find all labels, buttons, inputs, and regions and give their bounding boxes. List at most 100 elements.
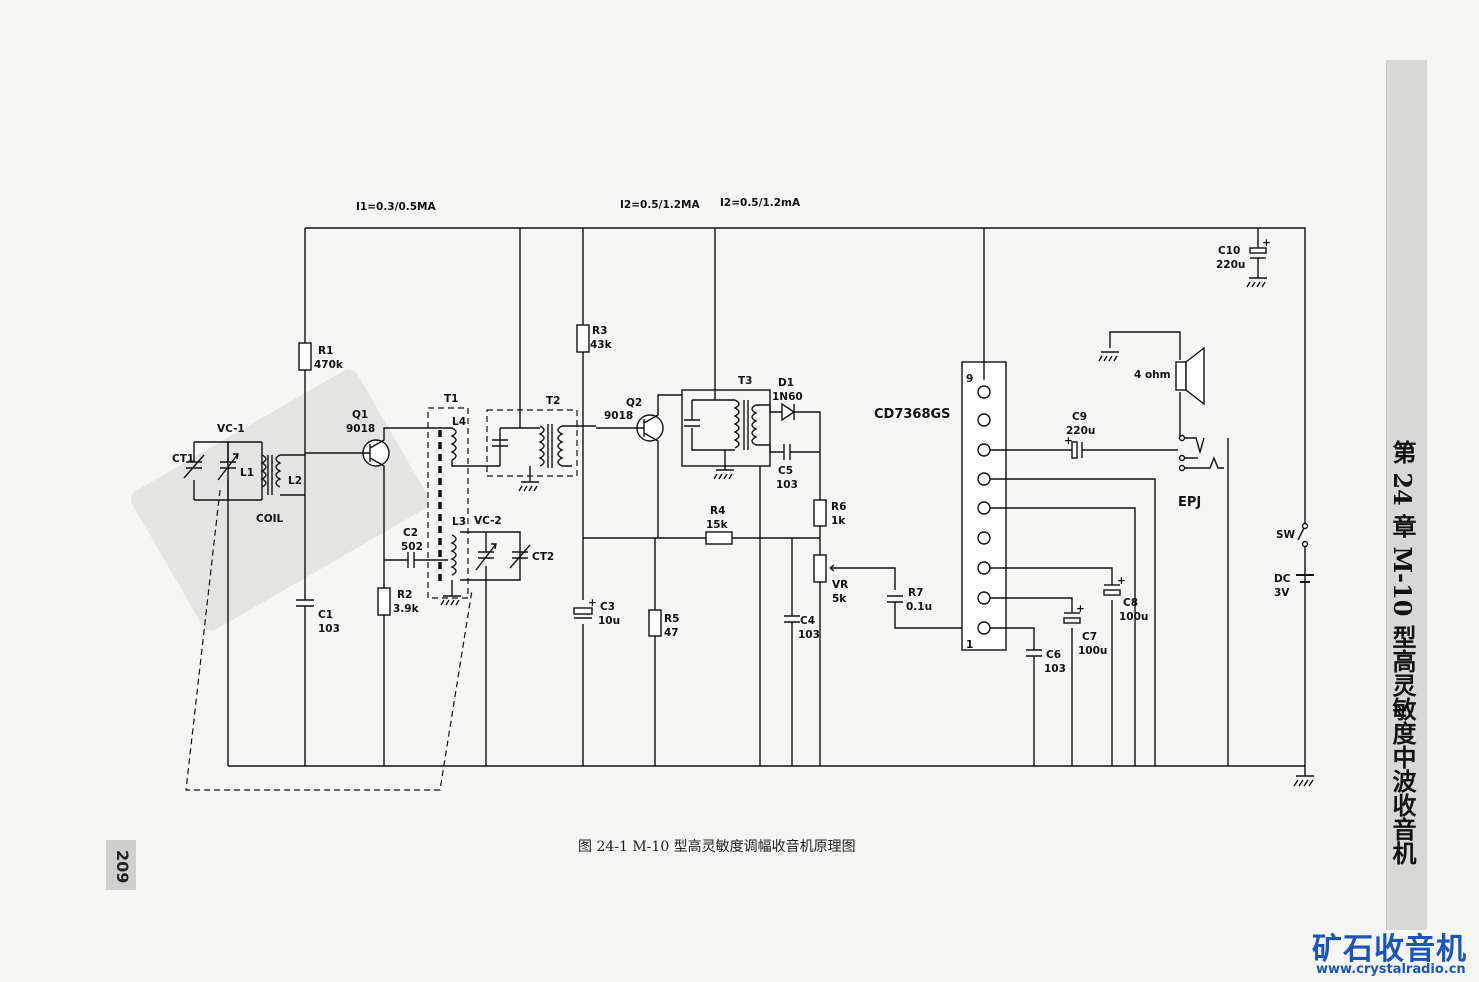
c9-label: C9 (1072, 411, 1087, 423)
q1-label: Q1 (352, 409, 368, 421)
resistor-r2 (377, 587, 391, 616)
ground-symbol-c10 (1246, 277, 1267, 288)
c9-value: 220u (1066, 425, 1095, 437)
chapter-title: 第 24 章 M-10 型高灵敏度中波收音机 (1388, 440, 1417, 865)
detector-wire (724, 404, 821, 500)
vr-value: 5k (832, 593, 847, 605)
r6-label: R6 (831, 501, 846, 513)
resistor-r6 (813, 499, 827, 527)
d1-label: D1 (778, 377, 794, 389)
speaker-wire (1109, 331, 1181, 438)
t3-box (681, 389, 771, 467)
capacitor-c4 (784, 615, 800, 623)
q2-value: 9018 (604, 410, 633, 422)
transistor-q2 (596, 394, 682, 538)
capacitor-c6 (1026, 649, 1042, 657)
q2-label: Q2 (626, 397, 642, 409)
power-switch (1297, 520, 1309, 560)
svg-text:+: + (588, 597, 597, 609)
c3-label: C3 (600, 601, 615, 613)
current-i2a: I2=0.5/1.2MA (620, 199, 700, 211)
r2-value: 3.9k (393, 603, 420, 615)
speaker-icon (1175, 346, 1205, 406)
capacitor-c1 (296, 599, 314, 766)
c7-label: C7 (1082, 631, 1097, 643)
l3-coil (450, 534, 457, 576)
tuning-tank-wire (193, 441, 263, 501)
ganged-tuning-link (185, 489, 473, 791)
q1-value: 9018 (346, 423, 375, 435)
t2-primary-wire (499, 427, 520, 466)
r1-label: R1 (318, 345, 333, 357)
svg-text:+: + (1076, 603, 1085, 615)
capacitor-t3 (684, 419, 700, 427)
t2-label: T2 (546, 395, 560, 407)
r3-label: R3 (592, 325, 607, 337)
capacitor-c10: + (1249, 237, 1271, 259)
t3-label: T3 (738, 375, 752, 387)
capacitor-r7 (887, 595, 982, 629)
ground-symbol-t2 (518, 481, 539, 492)
svg-text:+: + (1117, 575, 1126, 587)
r4-label: R4 (710, 505, 725, 517)
t1-shield (427, 407, 469, 599)
c10-value: 220u (1216, 259, 1245, 271)
ground-symbol-speaker (1098, 351, 1119, 362)
speaker-label: 4 ohm (1134, 369, 1171, 381)
c4-value: 103 (798, 629, 820, 641)
chapter-sidebar (1386, 60, 1427, 930)
r7-label: R7 (908, 587, 923, 599)
t3-primary-wire (691, 399, 735, 451)
sw-label: SW (1276, 529, 1296, 541)
capacitor-c7: + (1063, 603, 1085, 624)
ground-symbol-t1 (440, 595, 461, 606)
r6-value: 1k (831, 515, 846, 527)
ic-pin-1: 1 (966, 639, 973, 651)
coil-label: COIL (256, 513, 284, 525)
c2-value: 502 (401, 541, 423, 553)
pin6-wire (990, 478, 1156, 766)
ic-pin-9: 9 (966, 373, 973, 385)
c1-value: 103 (318, 623, 340, 635)
ground-symbol (1293, 766, 1314, 787)
d1-value: 1N60 (772, 391, 803, 403)
r2-label: R2 (397, 589, 412, 601)
svg-text:+: + (1262, 237, 1271, 249)
l4-coil (450, 427, 500, 467)
c8-value: 100u (1119, 611, 1148, 623)
capacitor-t2 (492, 439, 508, 447)
variable-capacitor-vc1 (217, 453, 239, 481)
brand-url: www.crystalradio.cn (1316, 962, 1466, 977)
figure-caption: 图 24-1 M-10 型高灵敏度调幅收音机原理图 (578, 839, 856, 855)
c7-value: 100u (1078, 645, 1107, 657)
vc2-label: VC-2 (474, 515, 502, 527)
t3-primary-coil (733, 399, 740, 449)
earphone-jack (1178, 434, 1229, 766)
vr-wiper (829, 564, 896, 590)
dc-label: DC (1274, 573, 1291, 585)
capacitor-c3: + (573, 597, 597, 619)
ic-pins (977, 385, 991, 635)
resistor-r4 (705, 531, 733, 545)
c6-value: 103 (1044, 663, 1066, 675)
c6-wire (990, 627, 1035, 766)
c8-label: C8 (1123, 597, 1138, 609)
t3-core (743, 400, 749, 450)
vr-label: VR (832, 579, 848, 591)
t2-shield (486, 409, 578, 477)
c4-label: C4 (800, 615, 815, 627)
current-i1: I1=0.3/0.5MA (356, 201, 436, 213)
l1-label: L1 (240, 467, 254, 479)
antenna-coil (260, 454, 305, 496)
c1-label: C1 (318, 609, 333, 621)
brand-logo-text: 矿石收音机 (1312, 932, 1467, 967)
page-number: 209 (113, 850, 132, 884)
capacitor-c5 (783, 444, 791, 460)
r1-value: 470k (314, 359, 344, 371)
potentiometer-vr (813, 554, 827, 583)
page-number-tab (106, 840, 136, 890)
r3-value: 43k (590, 339, 613, 351)
l3-label: L3 (452, 516, 466, 528)
r5-label: R5 (664, 613, 679, 625)
